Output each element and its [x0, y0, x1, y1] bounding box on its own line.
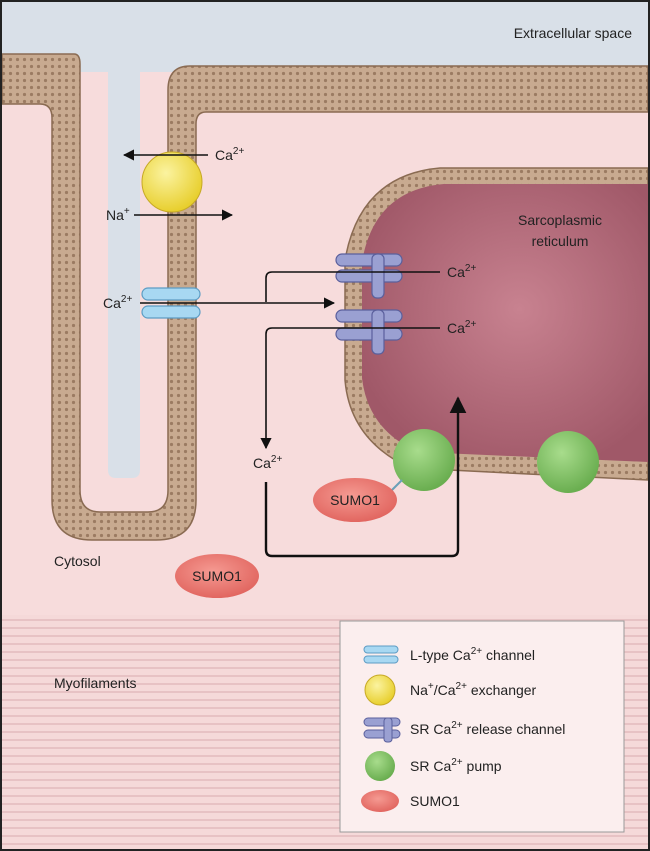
svg-text:Na+/Ca2+ exchanger: Na+/Ca2+ exchanger [410, 681, 537, 698]
plasma-membrane [1, 53, 649, 541]
extracellular-region [2, 2, 648, 72]
sr-label-line2: reticulum [532, 233, 589, 249]
sr-lumen [362, 184, 648, 462]
ion-label-na: Na+ [106, 206, 130, 223]
legend-item-sumo1: SUMO1 [361, 790, 460, 812]
sumo1-icon [361, 790, 399, 812]
ion-label-ca-release-2: Ca2+ [447, 319, 476, 336]
extracellular-label: Extracellular space [514, 25, 632, 41]
svg-text:SUMO1: SUMO1 [410, 793, 460, 809]
sr-release-path [265, 271, 440, 302]
legend-item-pump: SR Ca2+ pump [365, 751, 502, 781]
ion-label-ca-efflux: Ca2+ [215, 146, 244, 163]
sr-ca-pump-2 [537, 431, 599, 493]
legend-item-l-type: L-type Ca2+ channel [363, 645, 535, 664]
sumo-pump-link [391, 479, 403, 491]
sr-release-path-2 [260, 327, 440, 450]
svg-text:SR Ca2+ pump: SR Ca2+ pump [410, 757, 502, 774]
legend-item-release: SR Ca2+ release channel [363, 717, 565, 743]
sr-ca-pump-1 [393, 429, 455, 491]
sumo1-bound-label: SUMO1 [330, 492, 380, 508]
svg-text:SR Ca2+ release channel: SR Ca2+ release channel [410, 720, 565, 737]
sr-release-channel-icon [363, 717, 401, 727]
l-type-ca-channel [141, 287, 201, 319]
l-type-channel-icon [363, 645, 399, 654]
legend: L-type Ca2+ channel Na+/Ca2+ exchanger S… [339, 620, 625, 833]
sr-pump-icon [365, 751, 395, 781]
sr-release-channel-2 [335, 309, 403, 355]
sumo1-bound [313, 478, 397, 522]
cytosol-label: Cytosol [54, 553, 101, 569]
exchanger-icon [364, 674, 396, 706]
sumo1-free-label: SUMO1 [192, 568, 242, 584]
sr-uptake-path [264, 396, 467, 558]
ion-label-ca-ltype: Ca2+ [103, 294, 132, 311]
legend-item-exchanger: Na+/Ca2+ exchanger [364, 674, 537, 706]
sr-label-line1: Sarcoplasmic [518, 212, 602, 228]
svg-text:L-type Ca2+ channel: L-type Ca2+ channel [410, 646, 535, 663]
na-ca-exchanger [141, 151, 203, 213]
myofilaments-label: Myofilaments [54, 675, 136, 691]
t-tubule-lumen [108, 66, 140, 478]
sr-release-channel-1 [335, 253, 403, 299]
sumo1-free [175, 554, 259, 598]
ion-label-ca-cytosol: Ca2+ [253, 454, 282, 471]
ion-label-ca-release-1: Ca2+ [447, 263, 476, 280]
